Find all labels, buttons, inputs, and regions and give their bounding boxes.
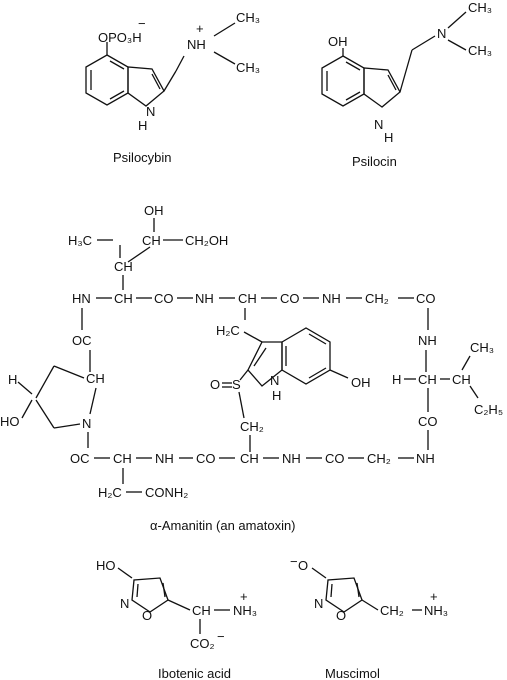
amanitin-c2h5: C₂H₅ [474,402,503,417]
psilocybin-indole-h: H [138,118,147,133]
amanitin-ch-mid: CH [114,259,133,274]
psilocin-oh-label: OH [328,34,348,49]
amanitin-ch-right: CH [418,372,437,387]
psilocin-indole-h: H [384,130,393,145]
ibotenic-ho: HO [96,558,116,573]
amanitin-conh2: CONH₂ [145,485,188,500]
opo3h-label: OPO₃H [98,30,142,45]
psilocybin-ch3-top: CH₃ [236,10,260,25]
amanitin-nh-b3: NH [416,451,435,466]
amanitin-ch2-b: CH₂ [367,451,391,466]
muscimol-ch2: CH₂ [380,603,404,618]
amanitin-ch-ring: CH [86,371,105,386]
ibotenic-isoxazole-ring [131,577,169,613]
amanitin-nh1: NH [195,291,214,306]
ibotenic-acid-structure: HO N O CH NH₃ + CO₂ − Ibotenic acid [96,558,257,680]
amanitin-ch2-mid: CH₂ [240,419,264,434]
amanitin-caption: α-Amanitin (an amatoxin) [150,518,296,533]
psilocybin-nh-label: NH [187,37,206,52]
amanitin-h3c: H₃C [68,233,92,248]
amanitin-oc-left: OC [72,333,92,348]
psilocybin-benzene-ring [85,54,129,106]
ibotenic-ch: CH [192,603,211,618]
amanitin-ch-b2: CH [240,451,259,466]
amanitin-hn: HN [72,291,91,306]
muscimol-ring-o: O [336,608,346,623]
muscimol-n: N [314,596,323,611]
psilocin-pyrrole-ring [363,67,401,108]
ibotenic-nh3: NH₃ [233,603,257,618]
amanitin-s: S [232,377,241,392]
psilocybin-indole-n: N [146,104,155,119]
amanitin-co-b2: CO [325,451,345,466]
amanitin-pyrrole-ring [247,341,283,387]
phosphate-minus-charge: − [138,16,146,31]
amanitin-so-oxygen: O [210,377,220,392]
amanitin-nh-right: NH [418,333,437,348]
amanitin-nh-b1: NH [155,451,174,466]
ibotenic-plus: + [240,589,248,604]
amanitin-ch-right2: CH [452,372,471,387]
amanitin-ch-b1: CH [113,451,132,466]
ibotenic-o: O [142,608,152,623]
amanitin-ch-row1b: CH [238,291,257,306]
amanitin-ho: HO [0,414,20,429]
amanitin-n-ring: N [82,416,91,431]
psilocybin-ch3-bottom: CH₃ [236,60,260,75]
amanitin-ch3-right: CH₃ [470,340,494,355]
ibotenic-n: N [120,596,129,611]
muscimol-caption: Muscimol [325,666,380,680]
muscimol-o: O [298,558,308,573]
muscimol-nh3: NH₃ [424,603,448,618]
psilocybin-caption: Psilocybin [113,150,172,165]
amanitin-co2: CO [280,291,300,306]
muscimol-plus: + [430,589,438,604]
psilocin-indole-n: N [374,117,383,132]
muscimol-minus: − [290,554,298,569]
amanitin-h2c-b: H₂C [98,485,122,500]
psilocin-ch3-bottom: CH₃ [468,43,492,58]
amanitin-co3: CO [416,291,436,306]
psilocybin-plus-charge: + [196,21,204,36]
amanitin-structure: OH H₃C CH CH₂OH CH HN CH CO NH CH CO NH … [0,203,503,533]
amanitin-nh-b2: NH [282,451,301,466]
amanitin-h-left: H [8,372,17,387]
amanitin-benzene-ring [281,327,331,385]
psilocin-benzene-ring [321,55,365,107]
ibotenic-co2: CO₂ [190,636,215,651]
muscimol-isoxazole-ring [325,577,363,613]
amanitin-oh-top: OH [144,203,164,218]
psilocybin-structure: OPO₃H − + NH CH₃ CH₃ N H Psilocybin [85,10,260,165]
amanitin-indole-n: N [270,373,279,388]
psilocin-structure: OH N CH₃ CH₃ N H Psilocin [321,0,492,169]
psilocin-caption: Psilocin [352,154,397,169]
ibotenic-caption: Ibotenic acid [158,666,231,680]
amanitin-h2c: H₂C [216,323,240,338]
amanitin-indole-h: H [272,388,281,403]
amanitin-nh2: NH [322,291,341,306]
ibotenic-minus: − [217,629,225,644]
psilocybin-pyrrole-ring [127,66,165,107]
psilocin-ch3-top: CH₃ [468,0,492,15]
amanitin-ch-row1: CH [114,291,133,306]
amanitin-ch-side: CH [142,233,161,248]
amanitin-co1: CO [154,291,174,306]
amanitin-oc-bottom: OC [70,451,90,466]
amanitin-oh-right: OH [351,375,371,390]
amanitin-ch2: CH₂ [365,291,389,306]
psilocin-n-label: N [437,26,446,41]
amanitin-h-right: H [392,372,401,387]
muscimol-structure: − O N O CH₂ NH₃ + Muscimol [290,554,448,680]
amanitin-co-right: CO [418,414,438,429]
amanitin-co-b1: CO [196,451,216,466]
amanitin-ch2oh: CH₂OH [185,233,228,248]
